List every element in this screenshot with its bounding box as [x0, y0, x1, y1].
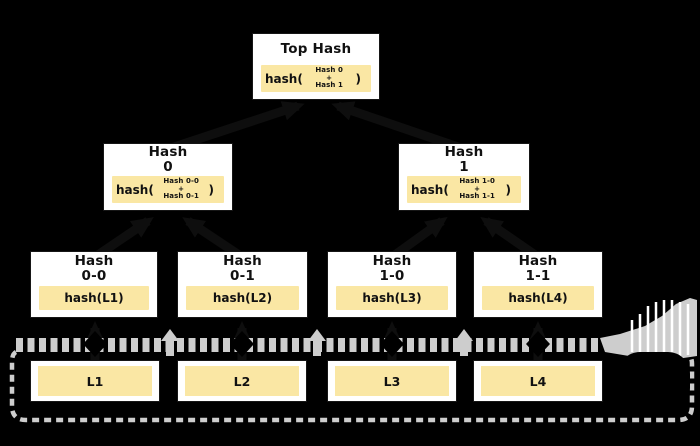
title-line: Hash: [372, 253, 412, 269]
data-block-label: L4: [481, 366, 595, 396]
hash-fn-open: hash(: [411, 182, 449, 197]
title-line: Hash: [148, 144, 188, 160]
hash-fn-close: ): [208, 182, 214, 197]
operator-plus: +: [474, 184, 481, 193]
operand-bottom: Hash 0-1: [163, 192, 199, 201]
arrowhead-diamond-4: [526, 331, 550, 357]
leaf-formula: hash(L3): [362, 291, 422, 305]
data-blocks-label-obscured: [618, 352, 690, 410]
hash-formula-hash0: hash( Hash 0-0 + Hash 0-1 ): [112, 176, 224, 203]
node-hash-1-1-title: Hash 1-1: [474, 252, 602, 286]
data-block-label: L1: [38, 366, 152, 396]
hash-operands: Hash 0 + Hash 1: [303, 67, 356, 90]
arrowhead-diamond-1: [83, 331, 107, 357]
node-hash-1-1: Hash 1-1 hash(L4): [473, 251, 603, 318]
gap-up-arrow-1: [161, 329, 179, 356]
title-line: 1-1: [525, 268, 551, 284]
leaf-formula: hash(L2): [212, 291, 273, 305]
node-hash-0-title: Hash 0: [104, 144, 232, 176]
node-hash-0-0: Hash 0-0 hash(L1): [30, 251, 158, 318]
hash-fn-open: hash(: [265, 71, 303, 86]
node-hash-0: Hash 0 hash( Hash 0-0 + Hash 0-1 ): [103, 143, 233, 211]
gap-up-arrow-2: [308, 329, 326, 356]
data-block-l1: L1: [30, 360, 160, 402]
data-block-label: L2: [185, 366, 299, 396]
gap-up-arrow-3: [455, 329, 473, 356]
arrowhead-diamond-3: [380, 331, 404, 357]
title-line: 0: [163, 159, 173, 175]
leaf-formula: hash(L4): [508, 291, 568, 305]
node-top-hash-title: Top Hash: [253, 34, 379, 65]
hash-formula-leaf: hash(L3): [336, 286, 448, 310]
data-block-l4: L4: [473, 360, 603, 402]
arrow-hash1-to-top: [331, 101, 466, 154]
data-block-label: L3: [335, 366, 449, 396]
node-top-hash: Top Hash hash( Hash 0 + Hash 1 ): [252, 33, 380, 100]
hash-formula-leaf: hash(L4): [482, 286, 594, 310]
title-line: 1-0: [379, 268, 405, 284]
data-block-l3: L3: [327, 360, 457, 402]
node-hash-0-1: Hash 0-1 hash(L2): [177, 251, 308, 318]
hash-operands: Hash 1-0 + Hash 1-1: [449, 178, 506, 201]
title-line: 0-0: [81, 268, 107, 284]
title-line: 1: [459, 159, 469, 175]
operand-top: Hash 1-0: [459, 177, 495, 186]
hash-operands: Hash 0-0 + Hash 0-1: [154, 178, 209, 201]
operator-plus: +: [178, 184, 185, 193]
arrow-hash0-to-top: [166, 101, 305, 154]
hash-formula-hash1: hash( Hash 1-0 + Hash 1-1 ): [407, 176, 521, 203]
title-line: Hash: [444, 144, 484, 160]
hash-fn-close: ): [355, 71, 361, 86]
operand-top: Hash 0-0: [163, 177, 199, 186]
node-hash-1-title: Hash 1: [399, 144, 529, 176]
arrowhead-diamond-2: [230, 331, 254, 357]
data-block-l2: L2: [177, 360, 307, 402]
hash-fn-close: ): [505, 182, 511, 197]
hash-formula-leaf: hash(L2): [186, 286, 299, 310]
leaf-formula: hash(L1): [64, 291, 124, 305]
operator-plus: +: [326, 73, 333, 82]
hash-fn-open: hash(: [116, 182, 154, 197]
hash-formula-top: hash( Hash 0 + Hash 1 ): [261, 65, 371, 92]
title-line: Top Hash: [280, 41, 352, 57]
node-hash-1: Hash 1 hash( Hash 1-0 + Hash 1-1 ): [398, 143, 530, 211]
gray-mass-streaks: [630, 300, 690, 356]
title-line: Hash: [518, 253, 558, 269]
operand-bottom: Hash 1: [315, 81, 343, 90]
node-hash-1-0-title: Hash 1-0: [328, 252, 456, 286]
title-line: 0-1: [230, 268, 255, 284]
node-hash-0-0-title: Hash 0-0: [31, 252, 157, 286]
hash-formula-leaf: hash(L1): [39, 286, 149, 310]
node-hash-0-1-title: Hash 0-1: [178, 252, 307, 286]
data-blocks-container: [9, 298, 697, 423]
title-line: Hash: [74, 253, 114, 269]
operand-bottom: Hash 1-1: [459, 192, 495, 201]
operand-top: Hash 0: [315, 66, 343, 75]
title-line: Hash: [223, 253, 262, 269]
node-hash-1-0: Hash 1-0 hash(L3): [327, 251, 457, 318]
